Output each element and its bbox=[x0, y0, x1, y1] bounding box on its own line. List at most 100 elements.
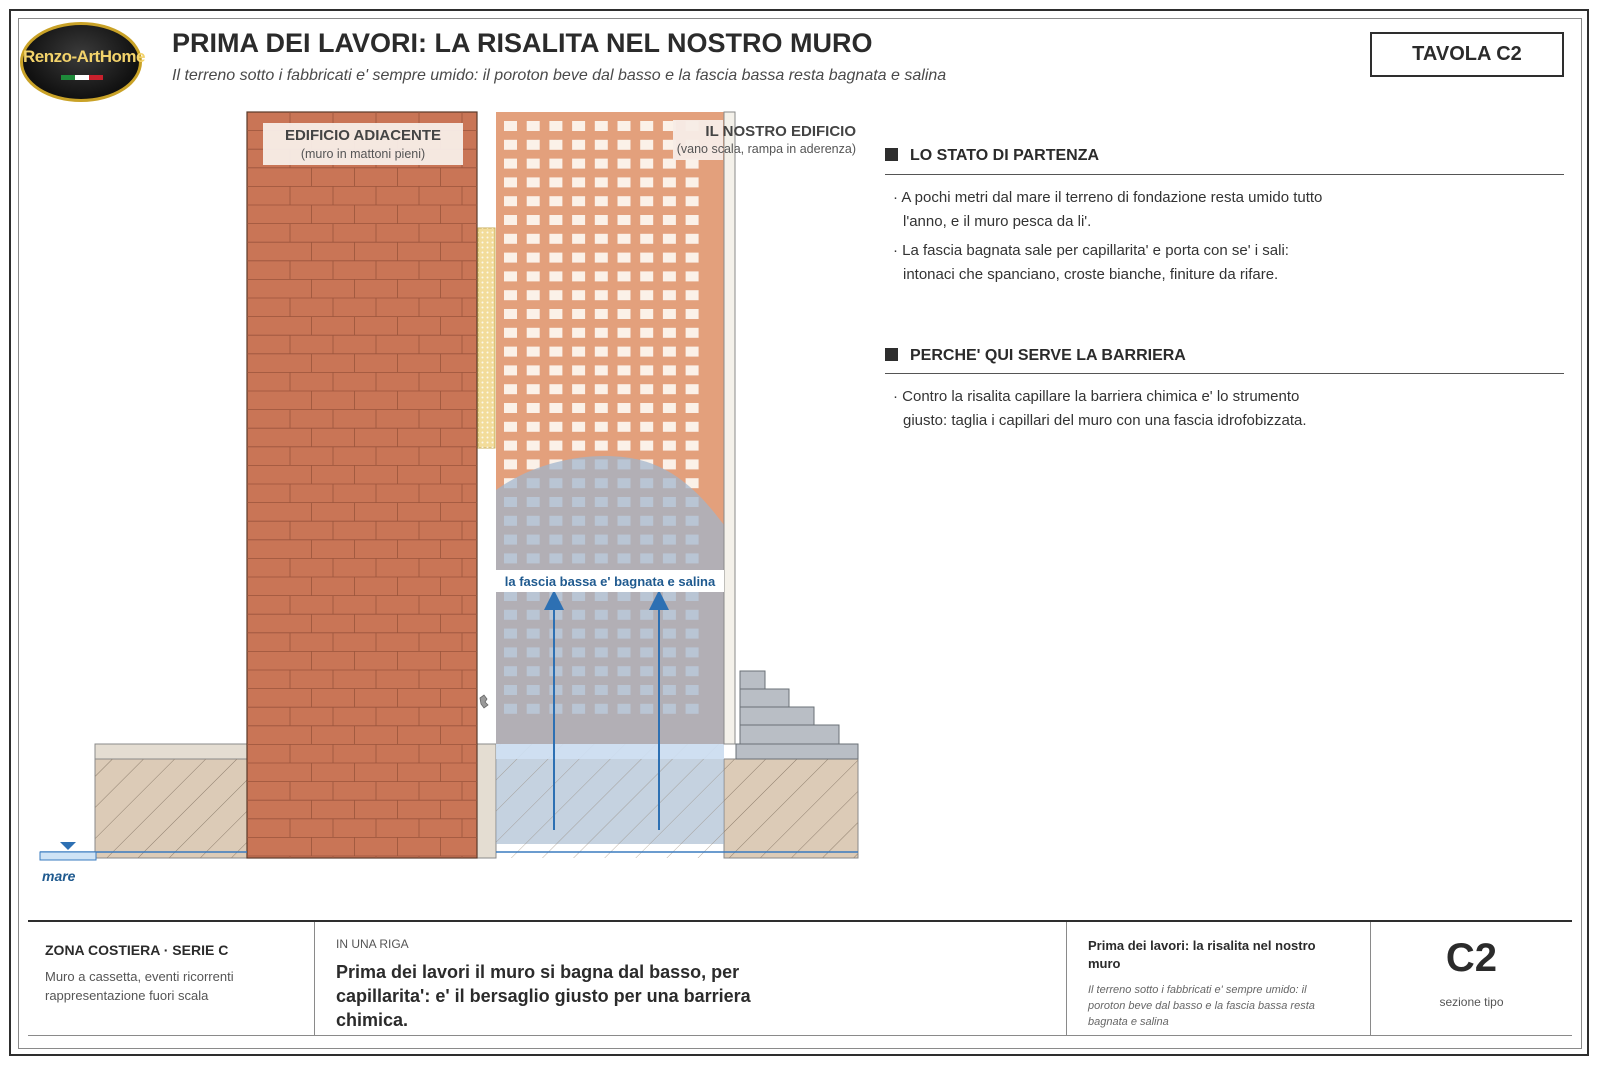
poroton-hole bbox=[504, 271, 517, 282]
poroton-hole bbox=[640, 121, 654, 131]
insulation-strip bbox=[477, 227, 496, 449]
poroton-hole bbox=[685, 421, 699, 432]
poroton-hole bbox=[594, 139, 608, 150]
poroton-hole bbox=[526, 365, 540, 376]
adjacent-building-title: EDIFICIO ADIACENTE bbox=[285, 127, 441, 144]
poroton-hole bbox=[594, 365, 608, 376]
poroton-hole bbox=[594, 384, 608, 395]
sheet-code: C2 bbox=[1445, 936, 1498, 980]
poroton-hole bbox=[617, 290, 631, 301]
wall-section-diagram: mare la fascia bassa e' bagnata e salina… bbox=[39, 111, 859, 884]
poroton-hole bbox=[504, 233, 517, 244]
poroton-hole bbox=[526, 139, 540, 150]
poroton-hole bbox=[549, 139, 563, 150]
summary-text: Prima dei lavori il muro si bagna dal ba… bbox=[336, 962, 751, 1030]
poroton-hole bbox=[504, 309, 517, 319]
poroton-hole bbox=[662, 440, 676, 451]
poroton-hole bbox=[594, 290, 608, 301]
poroton-hole bbox=[640, 309, 654, 319]
soil-left-hatch bbox=[95, 759, 247, 858]
poroton-hole bbox=[662, 327, 676, 338]
poroton-hole bbox=[526, 384, 540, 395]
bullet-item: · La fascia bagnata sale per capillarita… bbox=[893, 242, 1289, 283]
poroton-hole bbox=[526, 346, 540, 357]
poroton-hole bbox=[526, 459, 540, 470]
poroton-hole bbox=[662, 158, 676, 169]
poroton-hole bbox=[572, 196, 586, 207]
poroton-hole bbox=[549, 196, 563, 207]
wet-band-label: la fascia bassa e' bagnata e salina bbox=[505, 574, 716, 589]
poroton-hole bbox=[594, 196, 608, 207]
poroton-hole bbox=[617, 384, 631, 395]
poroton-hole bbox=[662, 177, 676, 188]
poroton-hole bbox=[662, 215, 676, 225]
poroton-hole bbox=[617, 365, 631, 376]
sea-level-marker bbox=[39, 851, 97, 861]
section-rule bbox=[885, 373, 1564, 374]
poroton-hole bbox=[572, 309, 586, 319]
board-title: Prima dei lavori: la risalita nel nostro… bbox=[1088, 938, 1316, 971]
title-block: ZONA COSTIERA · SERIE C Muro a cassetta,… bbox=[28, 920, 1572, 1036]
zone-line: Muro a cassetta, eventi ricorrenti bbox=[45, 969, 234, 984]
poroton-hole bbox=[617, 327, 631, 338]
poroton-hole bbox=[685, 346, 699, 357]
poroton-hole bbox=[662, 233, 676, 244]
adjacent-brick-wall bbox=[246, 111, 478, 859]
poroton-hole bbox=[504, 421, 517, 432]
poroton-hole bbox=[617, 121, 631, 131]
poroton-hole bbox=[685, 403, 699, 413]
poroton-hole bbox=[685, 177, 699, 188]
title-block-code: C2 sezione tipo bbox=[1371, 922, 1572, 1035]
poroton-hole bbox=[549, 365, 563, 376]
poroton-hole bbox=[549, 252, 563, 263]
poroton-hole bbox=[504, 440, 517, 451]
poroton-hole bbox=[594, 252, 608, 263]
poroton-hole bbox=[526, 309, 540, 319]
poroton-hole bbox=[572, 440, 586, 451]
poroton-hole bbox=[685, 271, 699, 282]
poroton-hole bbox=[685, 365, 699, 376]
our-building-subtitle: (vano scala, rampa in aderenza) bbox=[677, 142, 856, 156]
foundation-line bbox=[496, 744, 724, 759]
poroton-hole bbox=[685, 459, 699, 470]
poroton-hole bbox=[572, 271, 586, 282]
poroton-hole bbox=[640, 139, 654, 150]
sheet-code-subtitle: sezione tipo bbox=[1439, 995, 1504, 1009]
poroton-hole bbox=[662, 271, 676, 282]
soil-under-building-hatch bbox=[496, 744, 724, 858]
poroton-hole bbox=[504, 459, 517, 470]
poroton-hole bbox=[594, 421, 608, 432]
poroton-hole bbox=[526, 196, 540, 207]
poroton-hole bbox=[526, 233, 540, 244]
poroton-hole bbox=[504, 196, 517, 207]
poroton-hole bbox=[504, 346, 517, 357]
poroton-hole bbox=[662, 290, 676, 301]
poroton-hole bbox=[526, 177, 540, 188]
bullet-item: · Contro la risalita capillare la barrie… bbox=[893, 388, 1307, 429]
poroton-hole bbox=[504, 403, 517, 413]
sidewalk-left bbox=[94, 743, 248, 760]
poroton-hole bbox=[549, 346, 563, 357]
poroton-hole bbox=[685, 233, 699, 244]
poroton-hole bbox=[572, 384, 586, 395]
poroton-hole bbox=[594, 403, 608, 413]
poroton-hole bbox=[617, 252, 631, 263]
zone-line: rappresentazione fuori scala bbox=[45, 988, 209, 1003]
outer-frame bbox=[9, 9, 1589, 1056]
poroton-hole bbox=[504, 384, 517, 395]
poroton-hole bbox=[685, 440, 699, 451]
poroton-hole bbox=[549, 327, 563, 338]
poroton-hole bbox=[662, 346, 676, 357]
poroton-hole bbox=[594, 158, 608, 169]
bullet-item: · A pochi metri dal mare il terreno di f… bbox=[893, 189, 1323, 230]
poroton-hole bbox=[617, 403, 631, 413]
poroton-hole bbox=[640, 215, 654, 225]
poroton-hole bbox=[640, 327, 654, 338]
poroton-hole bbox=[572, 252, 586, 263]
poroton-hole bbox=[662, 421, 676, 432]
poroton-hole bbox=[549, 158, 563, 169]
poroton-hole bbox=[617, 440, 631, 451]
poroton-hole bbox=[617, 158, 631, 169]
poroton-hole bbox=[526, 271, 540, 282]
section-heading-why-barrier: PERCHE' QUI SERVE LA BARRIERA bbox=[885, 347, 1186, 365]
